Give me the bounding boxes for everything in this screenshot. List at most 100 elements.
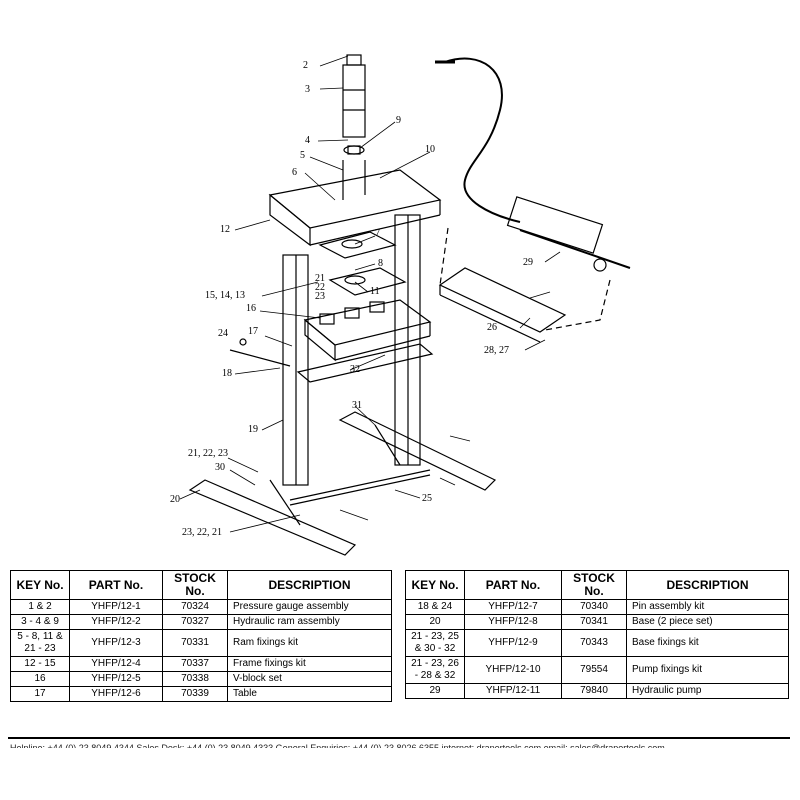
table-header-row: KEY No. PART No. STOCK No. DESCRIPTION bbox=[405, 570, 789, 600]
callout-15-14-13: 15, 14, 13 bbox=[205, 290, 245, 301]
callout-21-22-23: 21, 22, 23 bbox=[188, 448, 228, 459]
callout-20: 20 bbox=[170, 494, 180, 505]
description-cell: Pressure gauge assembly bbox=[227, 599, 392, 615]
stock-cell: 70324 bbox=[162, 599, 228, 615]
press-drawing bbox=[188, 54, 631, 556]
col-key: KEY No. bbox=[10, 570, 70, 600]
callout-28-27: 28, 27 bbox=[484, 345, 509, 356]
callout-5: 5 bbox=[300, 150, 305, 161]
part-cell: YHFP/12-1 bbox=[69, 599, 163, 615]
col-stock: STOCK No. bbox=[561, 570, 627, 600]
stock-cell: 79840 bbox=[561, 683, 627, 699]
callout-19: 19 bbox=[248, 424, 258, 435]
stock-cell: 70341 bbox=[561, 614, 627, 630]
key-cell: 29 bbox=[405, 683, 465, 699]
table-row: 16 YHFP/12-5 70338 V-block set bbox=[10, 671, 392, 687]
callout-17: 17 bbox=[248, 326, 258, 337]
part-cell: YHFP/12-7 bbox=[464, 599, 562, 615]
callout-25: 25 bbox=[422, 493, 432, 504]
stock-cell: 70340 bbox=[561, 599, 627, 615]
key-cell: 12 - 15 bbox=[10, 656, 70, 672]
table-header-row: KEY No. PART No. STOCK No. DESCRIPTION bbox=[10, 570, 392, 600]
key-cell: 20 bbox=[405, 614, 465, 630]
stock-cell: 79554 bbox=[561, 656, 627, 684]
pump-bracket bbox=[438, 267, 567, 333]
callout-7: 7 bbox=[375, 228, 380, 239]
stock-cell: 70343 bbox=[561, 629, 627, 657]
v-block-table bbox=[303, 299, 432, 346]
callout-3: 3 bbox=[305, 84, 310, 95]
pressure-gauge bbox=[346, 54, 362, 66]
description-cell: Base fixings kit bbox=[626, 629, 789, 657]
callout-24: 24 bbox=[218, 328, 228, 339]
part-cell: YHFP/12-6 bbox=[69, 686, 163, 702]
stock-cell: 70338 bbox=[162, 671, 228, 687]
part-cell: YHFP/12-8 bbox=[464, 614, 562, 630]
callout-9: 9 bbox=[396, 115, 401, 126]
description-cell: Frame fixings kit bbox=[227, 656, 392, 672]
key-cell: 1 & 2 bbox=[10, 599, 70, 615]
callout-26: 26 bbox=[487, 322, 497, 333]
col-key: KEY No. bbox=[405, 570, 465, 600]
key-cell: 5 - 8, 11 & 21 - 23 bbox=[10, 629, 70, 657]
table-row: 12 - 15 YHFP/12-4 70337 Frame fixings ki… bbox=[10, 656, 392, 672]
stock-cell: 70339 bbox=[162, 686, 228, 702]
callout-29: 29 bbox=[523, 257, 533, 268]
base-foot-right bbox=[338, 411, 497, 491]
col-part: PART No. bbox=[69, 570, 163, 600]
description-cell: Table bbox=[227, 686, 392, 702]
parts-table-right: KEY No. PART No. STOCK No. DESCRIPTION 1… bbox=[405, 570, 789, 699]
description-cell: V-block set bbox=[227, 671, 392, 687]
callout-23-22-21: 23, 22, 21 bbox=[182, 527, 222, 538]
part-cell: YHFP/12-2 bbox=[69, 614, 163, 630]
callout-11: 11 bbox=[370, 286, 380, 297]
key-cell: 21 - 23, 25 & 30 - 32 bbox=[405, 629, 465, 657]
table-row: 1 & 2 YHFP/12-1 70324 Pressure gauge ass… bbox=[10, 599, 392, 615]
callout-32: 32 bbox=[350, 364, 360, 375]
callout-12: 12 bbox=[220, 224, 230, 235]
description-cell: Pump fixings kit bbox=[626, 656, 789, 684]
base-foot-left bbox=[188, 479, 357, 556]
part-cell: YHFP/12-11 bbox=[464, 683, 562, 699]
callout-4: 4 bbox=[305, 135, 310, 146]
callout-23: 23 bbox=[315, 291, 325, 302]
description-cell: Pin assembly kit bbox=[626, 599, 789, 615]
ram-cylinder bbox=[342, 64, 366, 138]
exploded-parts-diagram: 2 3 4 9 5 10 6 12 7 8 21 22 23 15, 14, 1… bbox=[170, 54, 631, 556]
part-cell: YHFP/12-9 bbox=[464, 629, 562, 657]
callout-22: 22 bbox=[315, 282, 325, 293]
table-row: 18 & 24 YHFP/12-7 70340 Pin assembly kit bbox=[405, 599, 789, 615]
table-row: 5 - 8, 11 & 21 - 23 YHFP/12-3 70331 Ram … bbox=[10, 629, 392, 657]
footer-divider bbox=[8, 737, 790, 739]
parts-table-left: KEY No. PART No. STOCK No. DESCRIPTION 1… bbox=[10, 570, 392, 702]
callout-10: 10 bbox=[425, 144, 435, 155]
part-cell: YHFP/12-3 bbox=[69, 629, 163, 657]
footer-contact-info: Helpline: +44 (0) 23 8049 4344 Sales Des… bbox=[10, 743, 665, 753]
description-cell: Hydraulic pump bbox=[626, 683, 789, 699]
key-cell: 3 - 4 & 9 bbox=[10, 614, 70, 630]
callout-labels: 2 3 4 9 5 10 6 12 7 8 21 22 23 15, 14, 1… bbox=[170, 60, 533, 538]
key-cell: 21 - 23, 26 - 28 & 32 bbox=[405, 656, 465, 684]
part-cell: YHFP/12-10 bbox=[464, 656, 562, 684]
leader-lines bbox=[179, 55, 561, 533]
callout-30: 30 bbox=[215, 462, 225, 473]
key-cell: 16 bbox=[10, 671, 70, 687]
hydraulic-pump bbox=[506, 196, 604, 254]
table-row: 3 - 4 & 9 YHFP/12-2 70327 Hydraulic ram … bbox=[10, 614, 392, 630]
col-description: DESCRIPTION bbox=[626, 570, 789, 600]
description-cell: Base (2 piece set) bbox=[626, 614, 789, 630]
callout-2: 2 bbox=[303, 60, 308, 71]
stock-cell: 70327 bbox=[162, 614, 228, 630]
col-stock: STOCK No. bbox=[162, 570, 228, 600]
hydraulic-hose bbox=[444, 57, 521, 223]
description-cell: Hydraulic ram assembly bbox=[227, 614, 392, 630]
key-cell: 17 bbox=[10, 686, 70, 702]
part-cell: YHFP/12-5 bbox=[69, 671, 163, 687]
table-row: 20 YHFP/12-8 70341 Base (2 piece set) bbox=[405, 614, 789, 630]
callout-6: 6 bbox=[292, 167, 297, 178]
callout-31: 31 bbox=[352, 400, 362, 411]
description-cell: Ram fixings kit bbox=[227, 629, 392, 657]
col-description: DESCRIPTION bbox=[227, 570, 392, 600]
key-cell: 18 & 24 bbox=[405, 599, 465, 615]
stock-cell: 70337 bbox=[162, 656, 228, 672]
